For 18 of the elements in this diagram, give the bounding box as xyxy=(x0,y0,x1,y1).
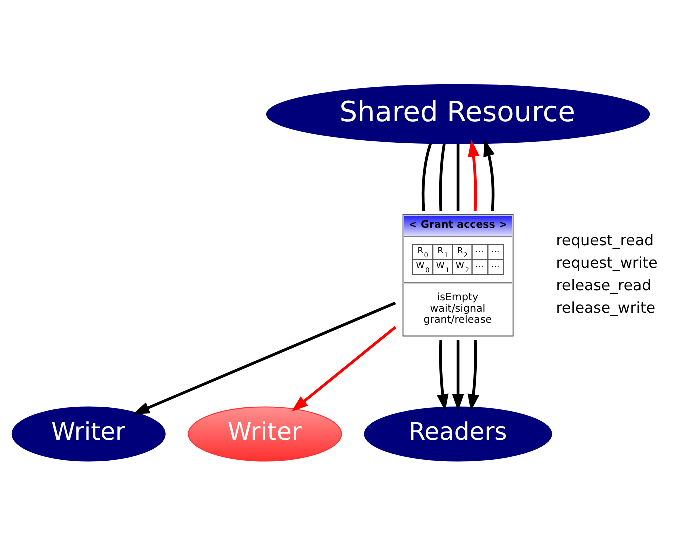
connector xyxy=(439,144,446,212)
arrow xyxy=(484,140,495,212)
arrow xyxy=(468,340,480,412)
node-ellipse: Writer xyxy=(188,406,342,462)
label: release_write xyxy=(556,298,656,317)
label: request_write xyxy=(556,254,658,272)
label: release_read xyxy=(556,276,652,294)
arrow xyxy=(468,140,480,212)
node-ellipse: Readers xyxy=(364,406,552,462)
connector xyxy=(456,144,460,212)
node-ellipse: Writer xyxy=(12,406,166,462)
arrow xyxy=(452,340,464,412)
arrow xyxy=(132,302,396,415)
label: request_read xyxy=(556,232,654,250)
arrow xyxy=(292,326,396,412)
connector xyxy=(422,143,432,212)
node-ellipse: Shared Resource xyxy=(266,84,650,144)
arrow xyxy=(437,340,449,412)
